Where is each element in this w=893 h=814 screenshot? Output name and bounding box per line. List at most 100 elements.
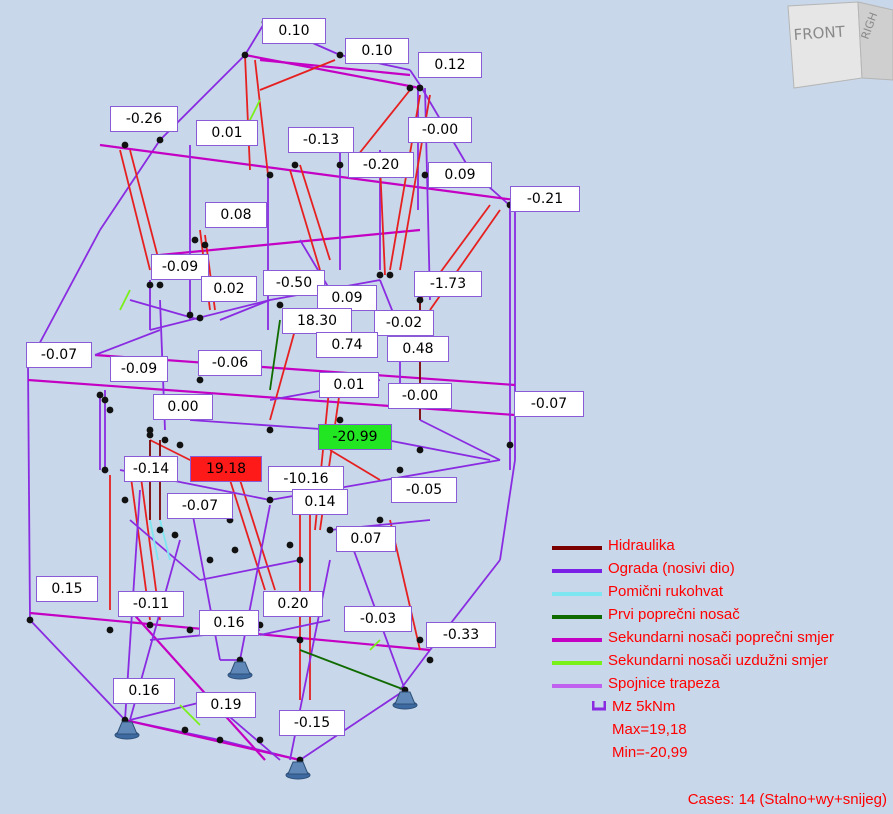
structural-node — [396, 466, 404, 474]
structural-member — [299, 649, 406, 691]
structural-member — [179, 704, 201, 726]
moment-value-label: -0.00 — [388, 383, 452, 409]
structural-member — [244, 54, 251, 171]
moment-value-label: -0.07 — [26, 342, 92, 368]
moment-value-label: -10.16 — [268, 466, 344, 492]
structural-node — [296, 556, 304, 564]
moment-value-label: 0.16 — [199, 610, 259, 636]
legend-item-pomicni-rukohvat: Pomični rukohvat — [548, 582, 893, 605]
structural-member — [409, 69, 421, 86]
structural-member — [299, 239, 331, 291]
structural-member — [419, 419, 501, 461]
structural-member — [219, 299, 271, 321]
moment-value-label: -0.07 — [167, 493, 233, 519]
legend-label: Pomični rukohvat — [608, 583, 724, 600]
structural-node — [421, 171, 429, 179]
legend-swatch — [552, 546, 602, 550]
moment-value-label: 0.10 — [262, 18, 326, 44]
structural-node — [416, 296, 424, 304]
moment-value-label: -0.33 — [426, 622, 496, 648]
structural-member — [299, 164, 331, 261]
structural-member — [499, 459, 516, 561]
structural-member — [159, 519, 171, 561]
moment-value-label: -0.50 — [263, 270, 325, 296]
structural-node — [291, 161, 299, 169]
structural-node — [416, 446, 424, 454]
structural-node — [286, 541, 294, 549]
structural-node — [191, 236, 199, 244]
structure-nodes — [26, 18, 514, 764]
legend-label: Hidraulika — [608, 537, 675, 554]
structural-node — [201, 241, 209, 249]
structural-node — [231, 546, 239, 554]
load-case-label: Cases: 14 (Stalno+wy+snijeg) — [687, 791, 887, 808]
structural-node — [121, 496, 129, 504]
structural-member — [244, 21, 266, 56]
legend-label: Sekundarni nosači uzdužni smjer — [608, 652, 829, 669]
structural-member — [129, 609, 266, 761]
legend: Hidraulika Ograda (nosivi dio) Pomični r… — [548, 536, 893, 766]
structural-member — [289, 169, 321, 271]
legend-item-spojnice-trapeza: Spojnice trapeza — [548, 674, 893, 697]
structural-node — [176, 441, 184, 449]
structural-node — [146, 431, 154, 439]
structural-node — [376, 516, 384, 524]
structural-node — [196, 314, 204, 322]
structural-member — [189, 419, 336, 431]
structural-node — [181, 726, 189, 734]
structural-member — [199, 559, 301, 581]
moment-value-label: 0.74 — [316, 332, 378, 358]
view-cube[interactable]: FRONT RIGH — [786, 0, 893, 95]
moment-value-label: -0.07 — [514, 391, 584, 417]
structural-node — [276, 301, 284, 309]
support-icon — [227, 661, 253, 680]
structural-node — [146, 281, 154, 289]
moment-value-label: -0.00 — [408, 117, 472, 143]
moment-unit-label: Mz 5kNm — [612, 698, 676, 715]
moment-value-label: 0.48 — [387, 336, 449, 362]
moment-value-label: 0.01 — [196, 120, 258, 146]
structural-node — [196, 376, 204, 384]
moment-value-label: -0.15 — [279, 710, 345, 736]
moment-value-label: -20.99 — [318, 424, 392, 450]
structural-member — [254, 59, 269, 176]
structural-node — [156, 281, 164, 289]
moment-value-label: 0.16 — [113, 678, 175, 704]
structural-node — [216, 736, 224, 744]
structural-node — [156, 136, 164, 144]
structural-node — [336, 416, 344, 424]
structural-member — [129, 149, 161, 266]
structural-member — [399, 649, 431, 691]
legend-max-row: Max=19,18 — [548, 720, 893, 743]
structural-node — [426, 656, 434, 664]
structural-node — [156, 526, 164, 534]
structural-member — [119, 289, 131, 311]
structural-node — [416, 84, 424, 92]
moment-value-label: -0.26 — [110, 106, 178, 132]
structural-node — [266, 426, 274, 434]
moment-diagram-icon — [592, 701, 606, 711]
moment-value-label: 18.30 — [282, 308, 352, 334]
support-icon — [285, 761, 311, 780]
moment-value-label: 0.09 — [317, 285, 377, 311]
structural-member — [159, 228, 421, 257]
legend-swatch — [552, 661, 602, 665]
structural-node — [206, 556, 214, 564]
structural-member — [29, 619, 126, 721]
structural-member — [259, 59, 336, 91]
structural-member — [329, 449, 381, 481]
legend-swatch — [552, 615, 602, 619]
structural-node — [161, 436, 169, 444]
structural-member — [149, 299, 271, 331]
structural-node — [266, 496, 274, 504]
moment-value-label: 0.20 — [263, 591, 323, 617]
structural-node — [106, 626, 114, 634]
structural-member — [259, 58, 411, 77]
legend-item-sekundarni-poprecni: Sekundarni nosači poprečni smjer — [548, 628, 893, 651]
structural-member — [119, 149, 151, 271]
moment-value-label: -0.13 — [288, 127, 354, 153]
structural-member — [369, 639, 381, 651]
moment-value-label: 0.15 — [36, 576, 98, 602]
structural-member — [259, 619, 331, 636]
moment-value-label: 0.10 — [345, 38, 409, 64]
